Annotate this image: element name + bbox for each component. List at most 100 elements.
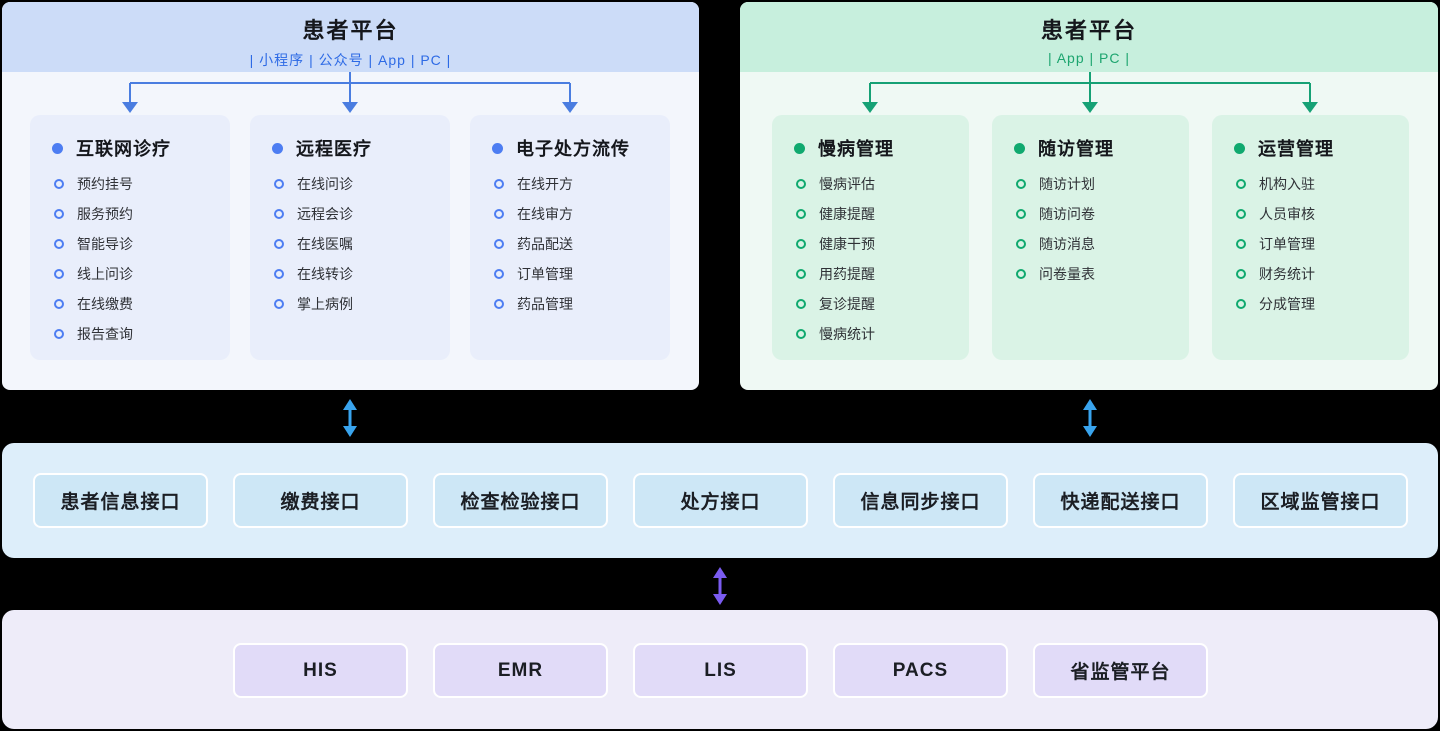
double-arrow-icon (1083, 399, 1097, 437)
module-item: 掌上病例 (250, 289, 450, 319)
tree-connector-icon (862, 72, 1318, 113)
ring-icon (1016, 209, 1026, 219)
module-item: 药品管理 (470, 289, 670, 319)
module-item: 问卷量表 (992, 259, 1189, 289)
module-title: 随访管理 (992, 133, 1189, 163)
module-item-text: 机构入驻 (1259, 176, 1315, 192)
module-title: 远程医疗 (250, 133, 450, 163)
interface-box: 检查检验接口 (433, 473, 608, 528)
ring-icon (274, 179, 284, 189)
system-box: EMR (433, 643, 608, 698)
ring-icon (494, 239, 504, 249)
module-item: 机构入驻 (1212, 169, 1409, 199)
module-title-text: 互联网诊疗 (76, 139, 171, 159)
ring-icon (796, 299, 806, 309)
module-item-text: 分成管理 (1259, 296, 1315, 312)
module-item-text: 复诊提醒 (819, 296, 875, 312)
module-item-text: 订单管理 (517, 266, 573, 282)
module-item-text: 在线开方 (517, 176, 573, 192)
module-item-text: 人员审核 (1259, 206, 1315, 222)
bullet-dot-icon (492, 142, 503, 154)
module-item: 在线开方 (470, 169, 670, 199)
module-item: 复诊提醒 (772, 289, 969, 319)
ring-icon (796, 329, 806, 339)
system-box: LIS (633, 643, 808, 698)
panel-title: 患者平台 (302, 18, 399, 43)
interface-band: 患者信息接口缴费接口检查检验接口处方接口信息同步接口快递配送接口区域监管接口 (2, 443, 1438, 558)
module-item-text: 预约挂号 (77, 176, 133, 192)
system-box: 省监管平台 (1033, 643, 1208, 698)
ring-icon (1236, 179, 1246, 189)
module-item: 慢病评估 (772, 169, 969, 199)
ring-icon (494, 299, 504, 309)
tree-connector-icon (122, 72, 578, 113)
module-card: 远程医疗在线问诊远程会诊在线医嘱在线转诊掌上病例 (250, 115, 450, 360)
ring-icon (274, 239, 284, 249)
panel-header: 患者平台 | App | PC | (740, 2, 1438, 72)
panel-header: 患者平台 | 小程序 | 公众号 | App | PC | (2, 2, 699, 72)
system-box: PACS (833, 643, 1008, 698)
module-item-text: 药品管理 (517, 296, 573, 312)
ring-icon (1236, 269, 1246, 279)
module-item-text: 在线缴费 (77, 296, 133, 312)
ring-icon (54, 329, 64, 339)
module-title-text: 运营管理 (1258, 139, 1334, 159)
module-item: 慢病统计 (772, 319, 969, 349)
bullet-dot-icon (272, 142, 283, 154)
module-item-text: 随访问卷 (1039, 206, 1095, 222)
module-item: 分成管理 (1212, 289, 1409, 319)
module-card: 随访管理随访计划随访问卷随访消息问卷量表 (992, 115, 1189, 360)
module-card: 互联网诊疗预约挂号服务预约智能导诊线上问诊在线缴费报告查询 (30, 115, 230, 360)
interface-box: 区域监管接口 (1233, 473, 1408, 528)
interface-box: 处方接口 (633, 473, 808, 528)
ring-icon (1236, 299, 1246, 309)
module-item-text: 服务预约 (77, 206, 133, 222)
module-item-text: 问卷量表 (1039, 266, 1095, 282)
module-item: 用药提醒 (772, 259, 969, 289)
module-item-text: 健康提醒 (819, 206, 875, 222)
interface-box: 患者信息接口 (33, 473, 208, 528)
module-item-text: 随访计划 (1039, 176, 1095, 192)
module-item: 随访计划 (992, 169, 1189, 199)
ring-icon (1236, 209, 1246, 219)
module-item: 随访消息 (992, 229, 1189, 259)
module-title-text: 随访管理 (1038, 139, 1114, 159)
bullet-dot-icon (1014, 142, 1025, 154)
ring-icon (494, 179, 504, 189)
module-item: 在线医嘱 (250, 229, 450, 259)
panel-subtitle: | 小程序 | 公众号 | App | PC | (249, 52, 452, 68)
module-item: 在线转诊 (250, 259, 450, 289)
module-item: 在线缴费 (30, 289, 230, 319)
module-title: 运营管理 (1212, 133, 1409, 163)
double-arrow-icon (343, 399, 357, 437)
ring-icon (1016, 179, 1026, 189)
module-item-text: 慢病评估 (819, 176, 875, 192)
module-item-text: 掌上病例 (297, 296, 353, 312)
ring-icon (796, 209, 806, 219)
module-item: 远程会诊 (250, 199, 450, 229)
module-item: 服务预约 (30, 199, 230, 229)
ring-icon (796, 239, 806, 249)
ring-icon (494, 269, 504, 279)
module-item-text: 报告查询 (77, 326, 133, 342)
module-item: 财务统计 (1212, 259, 1409, 289)
module-item-text: 药品配送 (517, 236, 573, 252)
module-item: 报告查询 (30, 319, 230, 349)
ring-icon (796, 179, 806, 189)
module-title: 电子处方流传 (470, 133, 670, 163)
module-item-text: 在线问诊 (297, 176, 353, 192)
module-item: 预约挂号 (30, 169, 230, 199)
ring-icon (494, 209, 504, 219)
module-item-text: 在线审方 (517, 206, 573, 222)
interface-box: 缴费接口 (233, 473, 408, 528)
ring-icon (274, 209, 284, 219)
module-item: 在线审方 (470, 199, 670, 229)
module-card: 运营管理机构入驻人员审核订单管理财务统计分成管理 (1212, 115, 1409, 360)
panel-title: 患者平台 (1040, 18, 1137, 43)
ring-icon (796, 269, 806, 279)
ring-icon (54, 299, 64, 309)
bullet-dot-icon (1234, 142, 1245, 154)
module-item: 线上问诊 (30, 259, 230, 289)
module-item-text: 健康干预 (819, 236, 875, 252)
